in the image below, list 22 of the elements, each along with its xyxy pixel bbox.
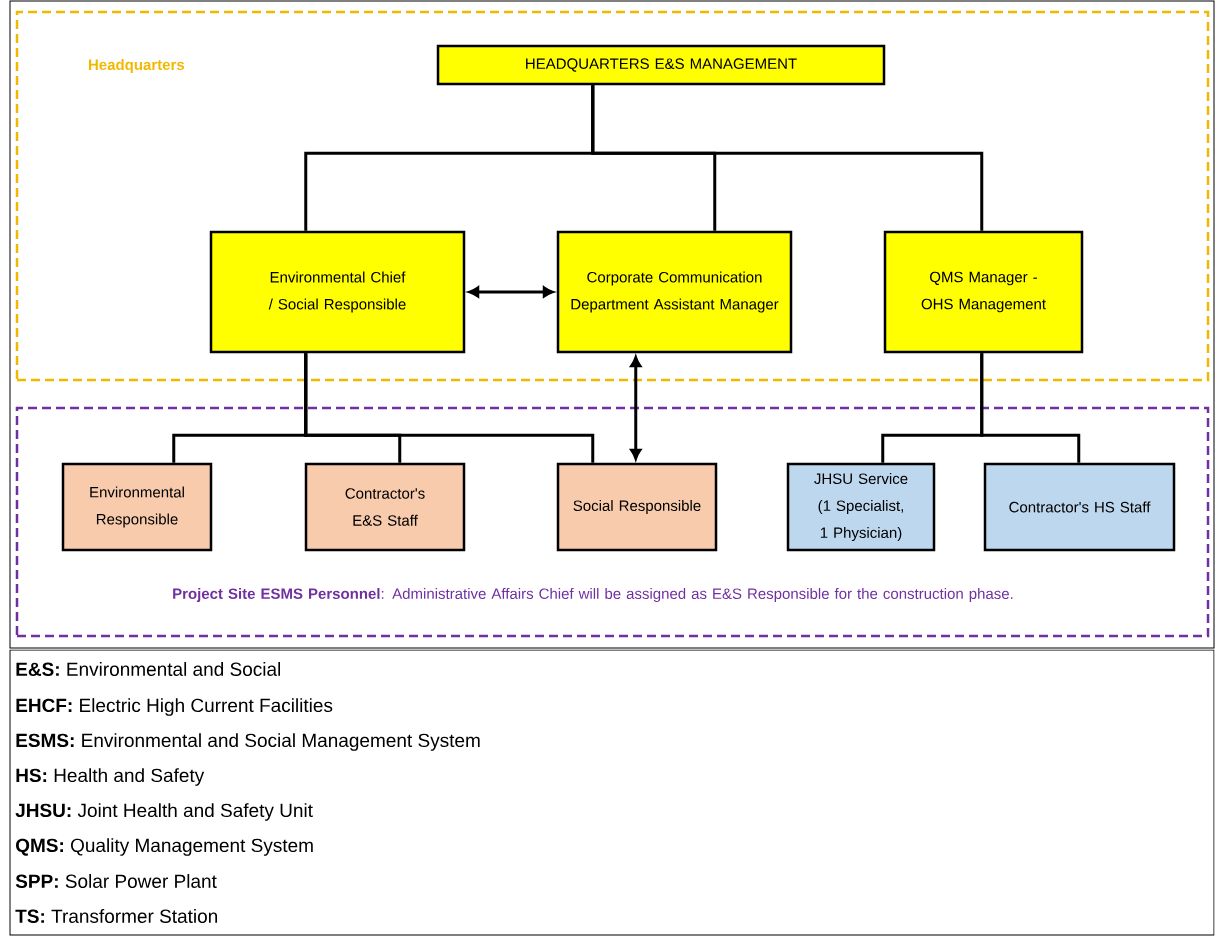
glossary-entry: QMS: Quality Management System <box>16 838 313 856</box>
role-box: Environmental Chief / Social Responsible <box>209 230 466 354</box>
glossary-entry: E&S: Environmental and Social <box>16 662 280 676</box>
connector-line <box>304 353 595 463</box>
role-box: Contractor's E&S Staff <box>304 462 466 552</box>
role-box: Environmental Responsible <box>61 462 213 552</box>
connector-line <box>980 353 1081 463</box>
glossary-entry: HS: Health and Safety <box>16 768 205 786</box>
glossary-entry: ESMS: Environmental and Social Management System <box>16 733 480 751</box>
connector-line <box>591 85 984 231</box>
glossary-entry: JHSU: Joint Health and Safety Unit <box>15 803 313 821</box>
glossary-entry: SPP: Solar Power Plant <box>15 874 217 888</box>
double-arrow <box>630 356 642 460</box>
role-box: Corporate Communication Department Assistant Manager <box>556 230 793 354</box>
role-box: Contractor's HS Staff <box>983 462 1176 552</box>
role-box: Social Responsible <box>556 462 718 552</box>
double-arrow <box>468 286 554 298</box>
role-box: QMS Manager - OHS Management <box>883 230 1084 354</box>
glossary-entry: TS: Transformer Station <box>15 909 217 923</box>
role-box: JHSU Service (1 Specialist, 1 Physician) <box>786 462 936 552</box>
glossary-entry: EHCF: Electric High Current Facilities <box>16 698 333 716</box>
role-box: HEADQUARTERS E&S MANAGEMENT <box>436 44 886 86</box>
